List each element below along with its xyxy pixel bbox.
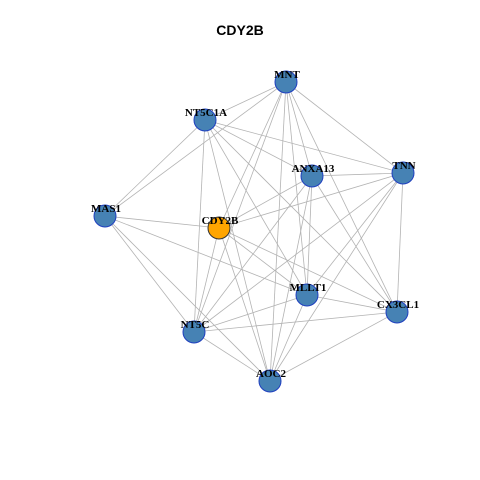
edge-mnt-nt5c1a [204, 81, 287, 121]
node-mnt[interactable] [274, 70, 298, 94]
diagram-title: CDY2B [216, 22, 264, 38]
node-cdy2b[interactable] [207, 216, 231, 240]
node-mas1[interactable] [93, 204, 117, 228]
edge-mas1-cdy2b [104, 215, 220, 229]
node-label-tnn: TNN [392, 160, 415, 172]
node-label-nt5c: NT5C [181, 319, 210, 331]
node-nt5c[interactable] [182, 320, 206, 344]
node-label-mnt: MNT [274, 69, 300, 81]
edge-mas1-nt5c [104, 215, 195, 333]
edge-nt5c-aoc2 [193, 331, 271, 382]
edge-mnt-cx3cl1 [285, 81, 398, 313]
edge-cx3cl1-nt5c [193, 311, 398, 333]
edge-anxa13-mllt1 [306, 175, 313, 296]
edge-nt5c1a-anxa13 [204, 119, 313, 177]
edge-cdy2b-mllt1 [218, 227, 308, 296]
edge-cx3cl1-aoc2 [269, 311, 398, 382]
edge-tnn-nt5c [193, 172, 404, 333]
node-label-mas1: MAS1 [91, 203, 121, 215]
edge-mas1-mllt1 [104, 215, 308, 296]
edge-nt5c1a-tnn [204, 119, 404, 174]
edge-nt5c1a-mas1 [104, 119, 206, 217]
edge-layer [104, 81, 404, 382]
edge-tnn-cx3cl1 [396, 172, 404, 313]
edge-mnt-mllt1 [285, 81, 308, 296]
edge-anxa13-aoc2 [269, 175, 313, 382]
node-label-mllt1: MLLT1 [290, 282, 327, 294]
node-nt5c1a[interactable] [193, 108, 217, 132]
node-tnn[interactable] [391, 161, 415, 185]
edge-tnn-mllt1 [306, 172, 404, 296]
edge-cdy2b-nt5c [193, 227, 220, 333]
node-layer [93, 70, 415, 393]
edge-mas1-aoc2 [104, 215, 271, 382]
node-anxa13[interactable] [300, 164, 324, 188]
edge-mnt-nt5c [193, 81, 287, 333]
edge-mnt-aoc2 [269, 81, 287, 382]
edge-mllt1-cx3cl1 [306, 294, 398, 313]
edge-cdy2b-cx3cl1 [218, 227, 398, 313]
edge-mnt-anxa13 [285, 81, 313, 177]
edge-cdy2b-aoc2 [218, 227, 271, 382]
node-aoc2[interactable] [258, 369, 282, 393]
edge-mllt1-aoc2 [269, 294, 308, 382]
edge-anxa13-tnn [311, 172, 404, 177]
edge-anxa13-cx3cl1 [311, 175, 398, 313]
edge-mllt1-nt5c [193, 294, 308, 333]
node-label-aoc2: AOC2 [256, 368, 286, 380]
edge-mnt-tnn [285, 81, 404, 174]
node-mllt1[interactable] [295, 283, 319, 307]
node-label-nt5c1a: NT5C1A [185, 107, 227, 119]
edge-anxa13-cdy2b [218, 175, 313, 229]
node-label-cx3cl1: CX3CL1 [377, 299, 419, 311]
node-cx3cl1[interactable] [385, 300, 409, 324]
edge-mnt-mas1 [104, 81, 287, 217]
edge-nt5c1a-aoc2 [204, 119, 271, 382]
edge-mnt-cdy2b [218, 81, 287, 229]
edge-tnn-aoc2 [269, 172, 404, 382]
edge-tnn-cdy2b [218, 172, 404, 229]
node-label-cdy2b: CDY2B [202, 215, 239, 227]
node-label-anxa13: ANXA13 [292, 163, 335, 175]
edge-nt5c1a-cx3cl1 [204, 119, 398, 313]
